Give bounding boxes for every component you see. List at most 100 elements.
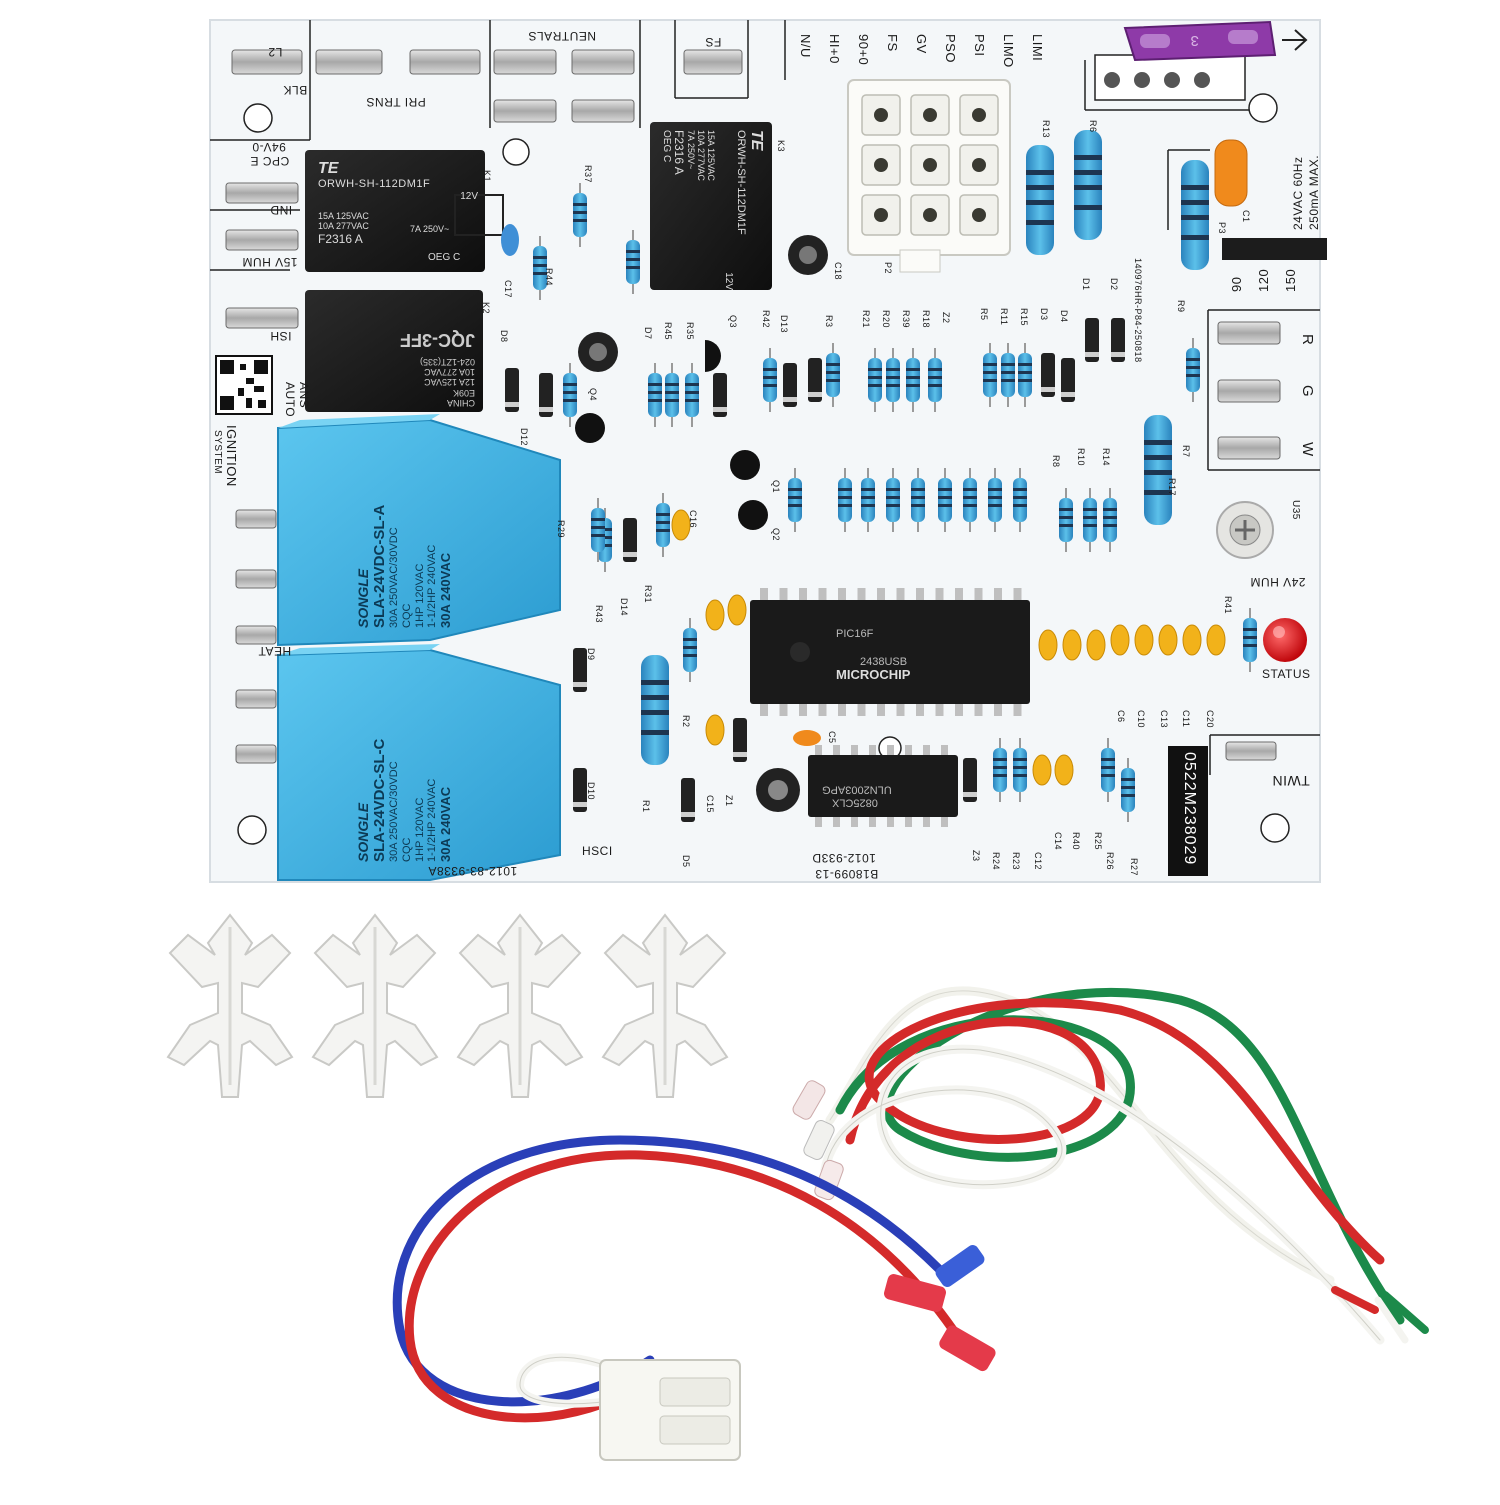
component-designator: D4: [1059, 310, 1069, 323]
diode: [539, 373, 553, 417]
component-designator: C15: [705, 795, 715, 814]
component-designator: C18: [833, 262, 843, 281]
resistor: [963, 478, 977, 522]
label-part-number-center: 1012-933D: [812, 851, 876, 865]
standoff-clip: [311, 913, 439, 1098]
resistor: [988, 478, 1002, 522]
resistor: [1083, 498, 1097, 542]
pcb-standoffs: [166, 913, 729, 1098]
resistor: [938, 478, 952, 522]
spade-terminals-top: [225, 49, 1281, 764]
label-revision: 140976HR-P84-250818: [1133, 258, 1143, 363]
resistor: [656, 503, 670, 547]
label-15v-hum: 15V HUM: [242, 255, 298, 269]
relay-k3-markings: TE ORWH-SH-112DM1F 12V 15A 125VAC 10A 27…: [660, 130, 765, 290]
component-designator: C12: [1033, 852, 1043, 871]
diodes: [505, 318, 1125, 822]
component-designator: Z1: [724, 795, 734, 807]
pin-label: LIMO: [1001, 34, 1016, 68]
component-designator: R37: [583, 165, 593, 184]
potentiometer: [1216, 501, 1274, 559]
label-terminal-r: R: [1299, 334, 1316, 346]
component-designator: R2: [681, 715, 691, 728]
jumper-header: [1222, 238, 1327, 260]
label-board-code: B18099-13: [815, 867, 879, 881]
driver-chip: [808, 745, 958, 827]
component-designator: C13: [1159, 710, 1169, 729]
pin-label: PSI: [972, 34, 987, 57]
label-l2: L2: [268, 45, 283, 59]
component-designator: R18: [921, 310, 931, 329]
resistor: [1013, 748, 1027, 792]
relay-songle-bottom-markings: SONGLE SLA-24VDC-SL-C 30A 250VAC/30VDC C…: [355, 738, 453, 862]
driver-lot-marking: 0825CLX: [832, 796, 878, 809]
diode: [623, 518, 637, 562]
label-jumper-120: 120: [1256, 268, 1271, 292]
diode: [1085, 318, 1099, 362]
component-designator: R44: [544, 268, 554, 287]
label-jumper-90: 90: [1229, 276, 1244, 292]
diode: [963, 758, 977, 802]
label-jumper-150: 150: [1283, 268, 1298, 292]
component-designator: C10: [1136, 710, 1146, 729]
wire-harness-with-plug: [392, 1135, 996, 1461]
ceramic-capacitor: [501, 224, 519, 256]
ceramic-capacitor: [727, 594, 747, 626]
component-designator: D1: [1081, 278, 1091, 291]
ceramic-capacitor: [1062, 629, 1082, 661]
pin-label: FS: [885, 34, 900, 52]
standoff-clip: [456, 913, 584, 1098]
diode: [808, 358, 822, 402]
mcu-lot-marking: 2438USB: [860, 656, 908, 668]
component-designator: R42: [761, 310, 771, 329]
resistor: [591, 508, 605, 552]
label-cpc: CPC E: [250, 154, 290, 168]
ceramic-capacitor: [671, 509, 691, 541]
nine-pin-connector: [847, 79, 1011, 273]
component-designator: R29: [556, 520, 566, 539]
qr-code: [215, 355, 273, 415]
label-fs: FS: [705, 35, 722, 49]
resistor: [826, 353, 840, 397]
resistor: [861, 478, 875, 522]
ceramic-capacitor: [1206, 624, 1226, 656]
relay-songle-bottom: [277, 644, 561, 881]
ceramic-capacitor: [705, 714, 725, 746]
resistor: [1059, 498, 1073, 542]
resistor: [1018, 353, 1032, 397]
mcu-brand-marking: MICROCHIP: [836, 667, 911, 682]
blade-fuse: [1094, 20, 1308, 101]
label-neutrals: NEUTRALS: [528, 29, 597, 43]
resistor: [993, 748, 1007, 792]
molex-plug: [599, 1359, 741, 1461]
component-designator: R14: [1101, 448, 1111, 467]
diode: [783, 363, 797, 407]
component-designator: C17: [503, 280, 513, 299]
relay-k2: [305, 290, 483, 412]
resistor: [1186, 348, 1200, 392]
label-ish: ISH: [270, 329, 292, 343]
ceramic-capacitor: [1134, 624, 1154, 656]
resistor: [1101, 748, 1115, 792]
ceramic-capacitor: [1054, 754, 1074, 786]
component-designator: C6: [1116, 710, 1126, 723]
diode: [1111, 318, 1125, 362]
component-designator: D2: [1109, 278, 1119, 291]
component-designator: D14: [619, 598, 629, 617]
serial-number-sticker: 0522M238029: [1168, 746, 1208, 876]
component-designator: R35: [685, 322, 695, 341]
label-ans: ANS: [297, 382, 311, 409]
component-designator: R9: [1176, 300, 1186, 313]
label-terminal-w: W: [1299, 442, 1316, 457]
relay-k2-markings: CHINA E09K 12A 125VAC 10A 277VAC 024-1ZT…: [399, 330, 475, 408]
label-auto: AUTO: [283, 382, 297, 418]
standoff-clip: [166, 913, 294, 1098]
resistors: [533, 130, 1257, 822]
component-designator: P3: [1217, 222, 1227, 235]
component-designator: D5: [681, 855, 691, 868]
component-designator: D12: [519, 428, 529, 447]
resistor: [886, 478, 900, 522]
component-designator: D13: [779, 315, 789, 334]
